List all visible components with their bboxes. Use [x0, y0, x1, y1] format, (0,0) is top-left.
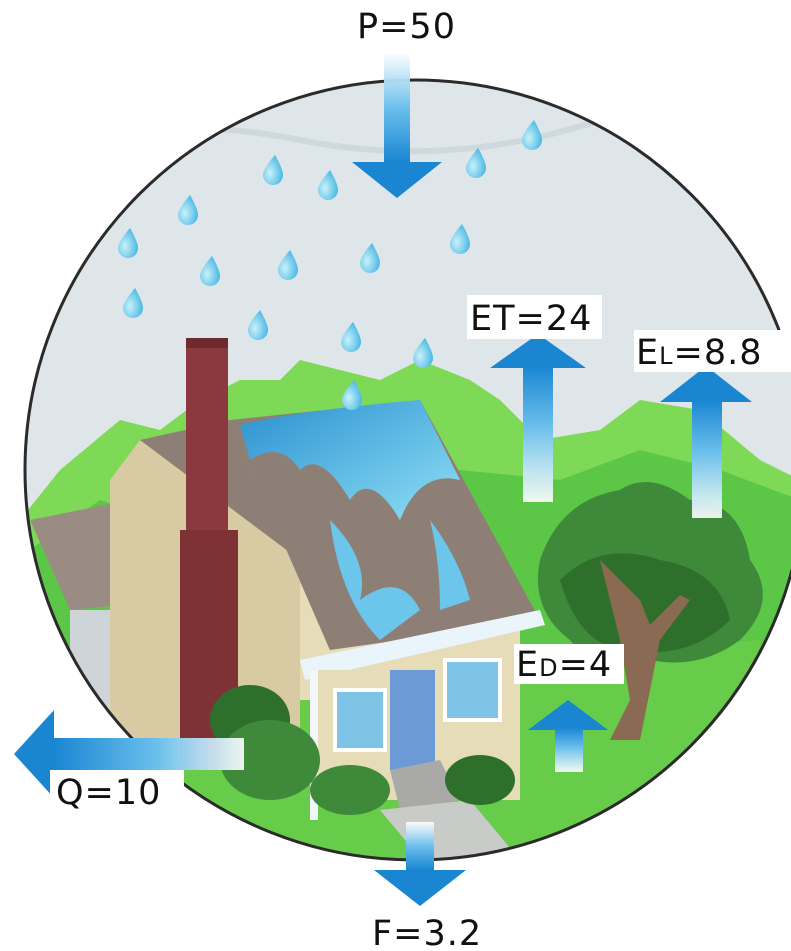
raindrop-icon: [466, 148, 486, 178]
raindrop-icon: [200, 256, 220, 286]
ed-subscript: D: [539, 654, 558, 682]
raindrop-icon: [318, 170, 338, 200]
precipitation-arrow: [352, 52, 442, 198]
el-subscript: L: [659, 342, 673, 370]
runoff-arrow: [14, 710, 244, 798]
raindrop-icon: [413, 338, 433, 368]
raindrop-icon: [341, 322, 361, 352]
el-arrow: [660, 366, 752, 518]
runoff-label: Q=10: [56, 773, 161, 813]
ed-main: E: [516, 645, 539, 685]
precipitation-label: P=50: [357, 7, 456, 47]
shrub-icon: [210, 685, 515, 815]
raindrops: [118, 120, 542, 410]
raindrop-icon: [360, 243, 380, 273]
ed-label: ED=4: [516, 645, 612, 685]
raindrop-icon: [123, 288, 143, 318]
el-value: =8.8: [674, 333, 763, 373]
et-label-box: [467, 295, 602, 339]
evapotranspiration-arrow: [490, 334, 586, 502]
el-main: E: [636, 333, 659, 373]
raindrop-icon: [178, 195, 198, 225]
infiltration-label: F=3.2: [372, 914, 482, 951]
ed-value: =4: [559, 645, 613, 685]
ed-arrow: [528, 700, 608, 772]
evapotranspiration-label: ET=24: [470, 299, 592, 339]
raindrop-icon: [263, 155, 283, 185]
q-label-box: [50, 770, 184, 812]
infiltration-arrow: [374, 822, 466, 906]
raindrop-icon: [248, 310, 268, 340]
tree-icon: [538, 482, 763, 740]
el-label-box: [634, 330, 791, 372]
raindrop-icon: [522, 120, 542, 150]
raindrop-icon: [342, 380, 362, 410]
raindrop-icon: [450, 224, 470, 254]
raindrop-icon: [118, 228, 138, 258]
raindrop-icon: [278, 250, 298, 280]
ed-label-box: [514, 644, 624, 684]
el-label: EL=8.8: [636, 333, 763, 373]
